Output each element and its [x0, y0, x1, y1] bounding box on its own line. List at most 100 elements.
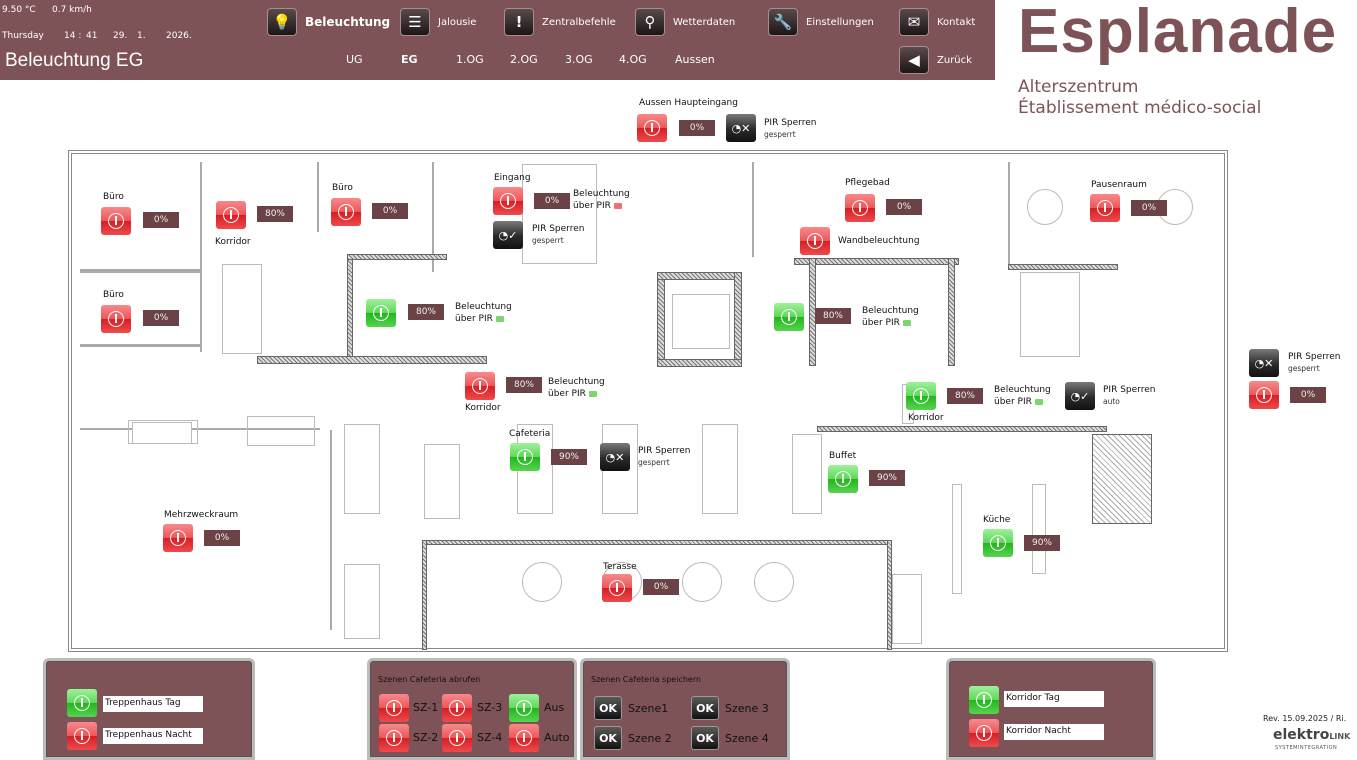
pir-lock-toggle-aussen[interactable]: ◔✕: [726, 114, 756, 142]
scene-sz4-button[interactable]: [442, 724, 472, 752]
treppenhaus-tag-button[interactable]: [67, 689, 97, 717]
room-label-cafeteria: Cafeteria: [509, 429, 551, 439]
power-icon: [781, 309, 797, 325]
dimmer-value-pflegebad: 0%: [886, 199, 922, 215]
light-toggle-treppenhaus-west[interactable]: [366, 299, 396, 327]
power-icon: [449, 700, 465, 716]
power-icon: [108, 311, 124, 327]
save-szene3-button[interactable]: OK: [691, 696, 719, 720]
korridor-tag-button[interactable]: [969, 686, 999, 714]
power-icon: [1097, 200, 1113, 216]
light-toggle-cafeteria[interactable]: [510, 443, 540, 471]
nav-label: Wetterdaten: [673, 16, 736, 28]
light-toggle-pflegebad[interactable]: [845, 194, 875, 222]
scene-sz3-button[interactable]: [442, 694, 472, 722]
korridor-nacht-label: Korridor Nacht: [1004, 724, 1104, 740]
power-icon: [74, 728, 90, 744]
save-szene4-button[interactable]: OK: [691, 726, 719, 750]
light-toggle-kueche[interactable]: [983, 529, 1013, 557]
time-hours: 14 :: [64, 31, 82, 41]
room-label-mehrzweckraum: Mehrzweckraum: [164, 510, 239, 520]
power-icon: [516, 700, 532, 716]
power-icon: [1256, 387, 1272, 403]
scene-label: Aus: [544, 701, 565, 714]
nav-zurueck-button[interactable]: ◀ Zurück: [899, 46, 972, 74]
dimmer-value-kueche: 90%: [1024, 535, 1060, 551]
wind-speed: 0.7 km/h: [52, 5, 92, 15]
nav-wetterdaten-button[interactable]: ⚲ Wetterdaten: [635, 8, 735, 36]
scene-save-label: Szene1: [628, 702, 669, 715]
dimmer-value-aussen-ost: 0%: [1290, 387, 1326, 403]
power-icon: [913, 388, 929, 404]
light-toggle-korridor-mitte[interactable]: [465, 372, 495, 400]
header-bar: 9.50 °C 0.7 km/h Thursday 14 : 41 29. 1.…: [0, 0, 995, 80]
light-toggle-buero-2[interactable]: [101, 305, 131, 333]
floor-tab-eg[interactable]: EG: [401, 53, 418, 66]
nav-beleuchtung-button[interactable]: 💡 Beleuchtung: [267, 8, 390, 36]
light-toggle-mehrzweckraum[interactable]: [163, 524, 193, 552]
light-toggle-buero-1[interactable]: [101, 207, 131, 235]
lightbulb-icon: 💡: [267, 8, 297, 36]
clock-x-icon: ◔✕: [605, 450, 625, 464]
floor-tab-aussen[interactable]: Aussen: [675, 53, 715, 66]
floor-tab-2og[interactable]: 2.OG: [510, 53, 538, 66]
scene-auto-button[interactable]: [509, 724, 539, 752]
light-toggle-buffet[interactable]: [828, 465, 858, 493]
nav-einstellungen-button[interactable]: 🔧 Einstellungen: [768, 8, 874, 36]
light-toggle-korridor-ost[interactable]: [906, 382, 936, 410]
scene-aus-button[interactable]: [509, 694, 539, 722]
revision-text: Rev. 15.09.2025 / Ri.: [1263, 714, 1347, 723]
light-toggle-aussen-ost[interactable]: [1249, 381, 1279, 409]
dimmer-value-aussen-haupteingang: 0%: [679, 120, 715, 136]
light-toggle-buero-3[interactable]: [331, 198, 361, 226]
floor-tab-1og[interactable]: 1.OG: [456, 53, 484, 66]
light-toggle-terasse[interactable]: [602, 574, 632, 602]
dimmer-value-buero-1: 0%: [143, 212, 179, 228]
treppenhaus-nacht-button[interactable]: [67, 722, 97, 750]
nav-label: Zurück: [937, 54, 972, 66]
power-icon: [835, 471, 851, 487]
power-icon: [170, 530, 186, 546]
save-szene1-button[interactable]: OK: [594, 696, 622, 720]
nav-zentralbefehle-button[interactable]: ! Zentralbefehle: [504, 8, 616, 36]
power-icon: [644, 120, 660, 136]
light-toggle-treppenhaus-ost[interactable]: [774, 303, 804, 331]
scene-sz2-button[interactable]: [379, 724, 409, 752]
power-icon: [338, 204, 354, 220]
dimmer-value-korridor-mitte: 80%: [506, 377, 542, 393]
nav-kontakt-button[interactable]: ✉ Kontakt: [899, 8, 975, 36]
clock-x-icon: ◔✕: [731, 121, 751, 135]
scene-sz1-button[interactable]: [379, 694, 409, 722]
nav-jalousie-button[interactable]: ☰ Jalousie: [400, 8, 476, 36]
dimmer-value-terasse: 0%: [643, 579, 679, 595]
logo-subtitle-1: Alterszentrum: [1018, 77, 1139, 97]
pir-lock-toggle-eingang[interactable]: ◔✓: [493, 221, 523, 249]
panel-title: Szenen Cafeteria speichern: [591, 675, 702, 684]
back-arrow-icon: ◀: [899, 46, 929, 74]
pir-lock-toggle-korridor-ost[interactable]: ◔✓: [1065, 382, 1095, 410]
scene-save-label: Szene 4: [725, 732, 769, 745]
floor-tab-4og[interactable]: 4.OG: [619, 53, 647, 66]
page-title: Beleuchtung EG: [5, 50, 144, 71]
scene-save-label: Szene 3: [725, 702, 769, 715]
light-toggle-korridor-west[interactable]: [216, 201, 246, 229]
save-szene2-button[interactable]: OK: [594, 726, 622, 750]
power-icon: [976, 725, 992, 741]
status-led-icon: [1034, 398, 1043, 405]
pir-lock-toggle-cafeteria[interactable]: ◔✕: [600, 443, 630, 471]
light-toggle-eingang[interactable]: [493, 187, 523, 215]
light-toggle-wandbeleuchtung[interactable]: [800, 227, 830, 255]
light-toggle-aussen-haupteingang[interactable]: [637, 114, 667, 142]
room-label-buero: Büro: [103, 290, 124, 300]
floor-tab-ug[interactable]: UG: [346, 53, 363, 66]
scene-save-label: Szene 2: [628, 732, 672, 745]
power-icon: [516, 730, 532, 746]
floor-tab-3og[interactable]: 3.OG: [565, 53, 593, 66]
pir-lock-toggle-aussen-ost[interactable]: ◔✕: [1249, 349, 1279, 377]
light-toggle-pausenraum[interactable]: [1090, 194, 1120, 222]
dimmer-value-korridor-ost: 80%: [947, 388, 983, 404]
korridor-nacht-button[interactable]: [969, 719, 999, 747]
